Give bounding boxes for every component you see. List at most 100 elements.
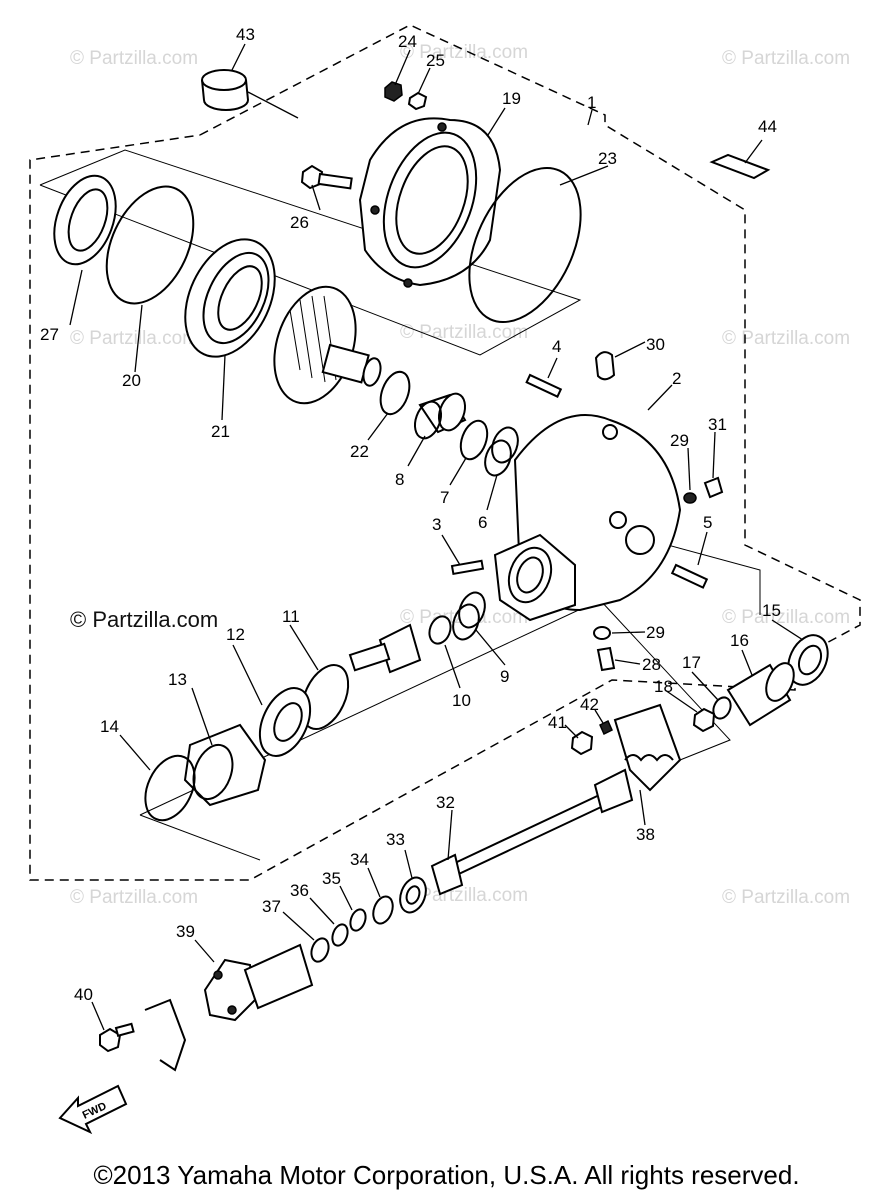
callout-10: 10 bbox=[452, 691, 471, 710]
callout-40: 40 bbox=[74, 985, 93, 1004]
callout-26: 26 bbox=[290, 213, 309, 232]
assembly-outline bbox=[29, 24, 861, 881]
watermark: © Partzilla.com bbox=[722, 48, 851, 69]
part-24-nut bbox=[384, 81, 403, 102]
part-21-bearing bbox=[184, 238, 276, 358]
watermark: © Partzilla.com bbox=[722, 328, 851, 349]
watermark: © Partzilla.com bbox=[70, 887, 199, 908]
part-5-stud bbox=[670, 563, 709, 589]
part-36-washer bbox=[331, 923, 349, 947]
forward-arrow-icon: FWD bbox=[58, 1084, 128, 1135]
watermark: © Partzilla.com bbox=[70, 328, 199, 349]
watermark: © Partzilla.com bbox=[400, 885, 529, 906]
callout-39: 39 bbox=[176, 922, 195, 941]
part-20-o-ring bbox=[105, 185, 195, 305]
callout-27: 27 bbox=[40, 325, 59, 344]
callout-20: 20 bbox=[122, 371, 141, 390]
part-33-bearing bbox=[399, 876, 427, 914]
callout-28: 28 bbox=[642, 655, 661, 674]
callout-25: 25 bbox=[426, 51, 445, 70]
callout-15: 15 bbox=[762, 601, 781, 620]
callout-9: 9 bbox=[500, 667, 509, 686]
callout-6: 6 bbox=[478, 513, 487, 532]
callout-5: 5 bbox=[703, 513, 712, 532]
callout-1: 1 bbox=[587, 93, 596, 112]
callout-18: 18 bbox=[654, 677, 673, 696]
part-37-circlip bbox=[310, 937, 330, 963]
callout-3: 3 bbox=[432, 515, 441, 534]
callout-42: 42 bbox=[580, 695, 599, 714]
watermark: © Partzilla.com bbox=[722, 607, 851, 628]
callout-16: 16 bbox=[730, 631, 749, 650]
part-18-nut bbox=[692, 707, 716, 733]
part-34-washer bbox=[372, 895, 394, 925]
callout-30: 30 bbox=[646, 335, 665, 354]
callout-29-second: 29 bbox=[646, 623, 665, 642]
part-10-spacer bbox=[428, 615, 452, 645]
part-27-oil-seal bbox=[53, 174, 117, 266]
part-15-oil-seal bbox=[787, 634, 829, 686]
part-14-o-ring bbox=[144, 754, 196, 822]
watermark: © Partzilla.com bbox=[722, 887, 851, 908]
callout-7: 7 bbox=[440, 488, 449, 507]
callout-31: 31 bbox=[708, 415, 727, 434]
callout-17: 17 bbox=[682, 653, 701, 672]
callout-41: 41 bbox=[548, 713, 567, 732]
callout-35: 35 bbox=[322, 869, 341, 888]
part-26-bolt bbox=[300, 164, 353, 190]
callout-37: 37 bbox=[262, 897, 281, 916]
part-2-gear-case bbox=[493, 414, 682, 622]
pinion-gear bbox=[348, 623, 422, 674]
part-42-bolt bbox=[599, 719, 613, 736]
part-22-shim bbox=[379, 370, 411, 416]
part-8-needle-bearing bbox=[413, 392, 467, 440]
part-13-bearing-housing bbox=[183, 723, 267, 807]
partzilla-credit: © Partzilla.com bbox=[70, 607, 219, 632]
part-32-drive-shaft bbox=[430, 768, 634, 896]
callout-32: 32 bbox=[436, 793, 455, 812]
callout-13: 13 bbox=[168, 670, 187, 689]
callout-23: 23 bbox=[598, 149, 617, 168]
part-6-bushing bbox=[484, 426, 519, 477]
part-43-bushing bbox=[201, 69, 299, 119]
callout-38: 38 bbox=[636, 825, 655, 844]
copyright-notice: ©2013 Yamaha Motor Corporation, U.S.A. A… bbox=[93, 1160, 800, 1190]
part-16-bushing bbox=[726, 662, 795, 727]
callout-4: 4 bbox=[552, 337, 561, 356]
callout-2: 2 bbox=[672, 369, 681, 388]
part-9-needle-bearing bbox=[452, 591, 486, 641]
part-38-spring bbox=[613, 703, 682, 792]
callout-29: 29 bbox=[670, 431, 689, 450]
callout-14: 14 bbox=[100, 717, 119, 736]
part-35-washer bbox=[349, 908, 367, 932]
part-12-bearing bbox=[258, 687, 312, 757]
part-44-plate bbox=[709, 153, 771, 180]
callout-24: 24 bbox=[398, 32, 417, 51]
part-4-stud bbox=[525, 373, 563, 398]
callout-11: 11 bbox=[282, 607, 300, 626]
leader-lines bbox=[69, 43, 804, 1031]
part-25-washer bbox=[407, 91, 428, 111]
watermark: © Partzilla.com bbox=[70, 48, 199, 69]
callout-21: 21 bbox=[211, 422, 230, 441]
watermark: © Partzilla.com bbox=[400, 322, 529, 343]
part-19-bearing-housing bbox=[358, 117, 502, 288]
flange bbox=[144, 998, 187, 1072]
part-31-bolt bbox=[703, 476, 724, 499]
part-39-universal-joint bbox=[203, 943, 314, 1022]
watermark: © Partzilla.com bbox=[400, 42, 529, 63]
part-11-o-ring bbox=[300, 664, 350, 730]
part-23-o-ring bbox=[468, 166, 582, 324]
callout-33: 33 bbox=[386, 830, 405, 849]
callout-44: 44 bbox=[758, 117, 777, 136]
part-29-washer bbox=[683, 492, 697, 504]
ring-gear bbox=[273, 285, 382, 405]
lower-outline bbox=[139, 599, 731, 816]
part-17-washer bbox=[712, 696, 732, 720]
part-28-plug bbox=[596, 646, 616, 672]
callouts: 1 2 3 4 5 6 7 8 9 10 11 12 13 14 15 16 1… bbox=[40, 25, 781, 1004]
callout-12: 12 bbox=[226, 625, 245, 644]
part-30-cap bbox=[594, 351, 616, 381]
callout-8: 8 bbox=[395, 470, 404, 489]
